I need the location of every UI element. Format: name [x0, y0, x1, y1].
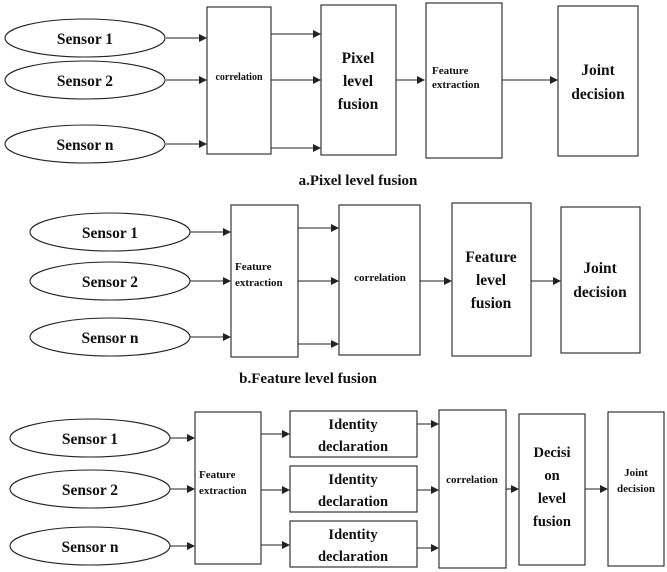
caption-a: a.Pixel level fusion: [299, 173, 418, 189]
sensor-1-node: [4, 18, 166, 58]
feature-extraction-label-2: extraction: [432, 79, 480, 91]
sensor-2-label: Sensor 2: [82, 274, 138, 291]
joint-decision-label-2: decision: [571, 86, 625, 103]
decision-level-section: Sensor 1 Sensor 2 Sensor n Feature extra…: [9, 409, 665, 569]
sensor-n-node: [4, 124, 166, 164]
sensor-2-label: Sensor 2: [57, 73, 113, 90]
correlation-box: [338, 204, 421, 356]
feature-fusion-label-3: fusion: [471, 295, 512, 312]
feature-extraction-label-1: Feature: [199, 469, 236, 481]
feature-extraction-label-2: extraction: [235, 277, 283, 289]
feature-extraction-box: [194, 411, 262, 565]
correlation-label: correlation: [446, 474, 498, 486]
feature-extraction-label-1: Feature: [432, 65, 469, 77]
correlation-box: [206, 6, 272, 155]
identity-declaration-box-3: [289, 520, 418, 568]
joint-decision-label-2: decision: [573, 284, 627, 301]
feature-fusion-label-1: Feature: [465, 249, 516, 266]
caption-b: b.Feature level fusion: [239, 371, 377, 387]
feature-extraction-box: [230, 204, 299, 358]
sensor-2-label: Sensor 2: [62, 482, 118, 499]
identity-declaration-label: Identity: [328, 472, 378, 488]
identity-declaration-label: declaration: [318, 494, 388, 510]
decision-fusion-label-1: Decisi: [533, 445, 570, 461]
pixel-fusion-label-1: Pixel: [342, 50, 375, 67]
joint-decision-box: [560, 206, 641, 354]
feature-extraction-box: [425, 2, 503, 159]
feature-level-section: Sensor 1 Sensor 2 Sensor n Feature extra…: [29, 202, 641, 387]
feature-fusion-label-2: level: [476, 272, 507, 289]
sensor-n-label: Sensor n: [57, 137, 114, 154]
identity-declaration-box-1: [289, 410, 418, 458]
feature-extraction-label-2: extraction: [199, 485, 247, 497]
joint-decision-label-1: Joint: [624, 467, 648, 479]
correlation-label: correlation: [354, 272, 406, 284]
joint-decision-box: [607, 411, 665, 567]
identity-declaration-label: declaration: [318, 549, 388, 565]
correlation-label: correlation: [215, 72, 262, 83]
pixel-fusion-label-2: level: [343, 73, 374, 90]
decision-fusion-label-2: on: [544, 468, 559, 484]
identity-declaration-label: Identity: [328, 417, 378, 433]
feature-extraction-label-1: Feature: [235, 261, 272, 273]
joint-decision-label-1: Joint: [583, 260, 617, 277]
correlation-box: [438, 409, 507, 569]
pixel-fusion-label-3: fusion: [338, 96, 379, 113]
identity-declaration-box-2: [289, 465, 418, 513]
identity-declaration-label: declaration: [318, 439, 388, 455]
joint-decision-label-2: decision: [617, 483, 655, 495]
sensor-2-node: [4, 60, 166, 100]
sensor-1-label: Sensor 1: [57, 31, 113, 48]
sensor-1-label: Sensor 1: [82, 225, 138, 242]
joint-decision-box: [557, 5, 639, 157]
feature-fusion-box: [451, 202, 532, 357]
sensor-n-label: Sensor n: [82, 330, 139, 347]
sensor-n-label: Sensor n: [62, 539, 119, 556]
joint-decision-label-1: Joint: [581, 62, 615, 79]
decision-fusion-box: [518, 413, 586, 566]
sensor-1-label: Sensor 1: [62, 431, 118, 448]
identity-declaration-label: Identity: [328, 527, 378, 543]
decision-fusion-label-4: fusion: [533, 514, 571, 530]
decision-fusion-label-3: level: [538, 491, 566, 507]
pixel-level-section: Sensor 1 Sensor 2 Sensor n correlation P…: [4, 2, 639, 189]
